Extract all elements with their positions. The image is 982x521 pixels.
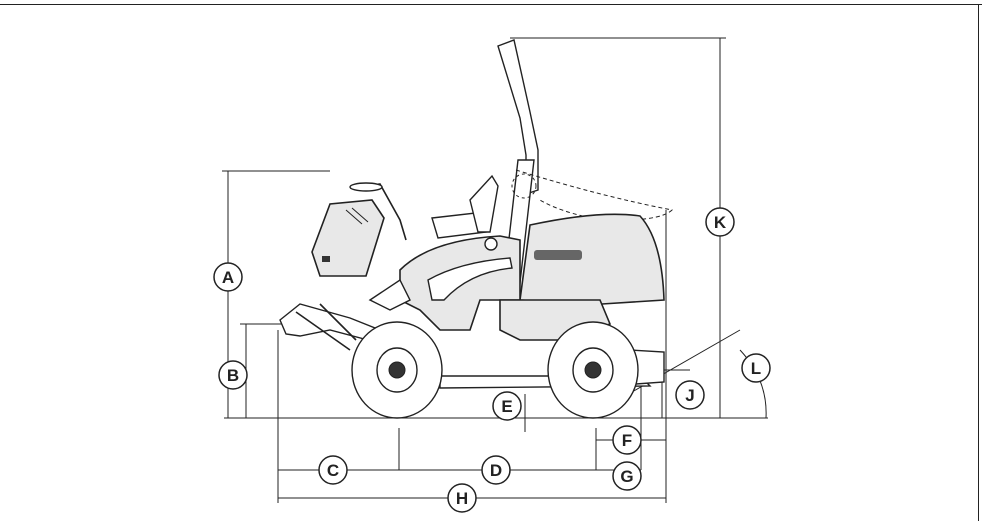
brand-logo-plate xyxy=(534,250,582,260)
label-l-text: L xyxy=(751,359,761,378)
label-b: B xyxy=(218,360,248,390)
label-b-text: B xyxy=(227,366,239,385)
label-j-text: J xyxy=(685,386,694,405)
rops-pivot-dashed xyxy=(511,173,537,199)
rear-wheel-hub xyxy=(584,361,602,379)
label-d: D xyxy=(481,455,511,485)
deck-label xyxy=(322,256,330,262)
top-border-line xyxy=(0,4,982,5)
seat-back xyxy=(469,174,499,233)
label-f-text: F xyxy=(622,431,632,450)
label-c-text: C xyxy=(327,461,339,480)
label-a-text: A xyxy=(222,268,234,287)
lift-arm-links xyxy=(295,303,357,351)
rops-upper-bar xyxy=(497,39,539,195)
deck-vents xyxy=(345,207,369,225)
front-wheel-hub xyxy=(388,361,406,379)
label-a: A xyxy=(213,262,243,292)
right-border-line xyxy=(978,4,979,521)
label-c: C xyxy=(318,455,348,485)
front-lift-arm xyxy=(279,303,382,341)
rops-folded-outline xyxy=(515,169,674,221)
steering-wheel xyxy=(349,182,383,192)
label-e-text: E xyxy=(501,397,512,416)
label-e: E xyxy=(492,391,522,421)
label-j: J xyxy=(675,380,705,410)
engine-hood xyxy=(519,213,665,305)
fuel-cap xyxy=(484,237,498,251)
label-g: G xyxy=(612,461,642,491)
chassis-panel xyxy=(427,257,513,301)
label-g-text: G xyxy=(620,467,633,486)
label-k: K xyxy=(705,207,735,237)
lift-bracket xyxy=(368,278,411,311)
label-l: L xyxy=(741,353,771,383)
label-d-text: D xyxy=(490,461,502,480)
label-h: H xyxy=(447,483,477,513)
label-f: F xyxy=(612,425,642,455)
label-k-text: K xyxy=(714,213,727,232)
label-h-text: H xyxy=(456,489,468,508)
